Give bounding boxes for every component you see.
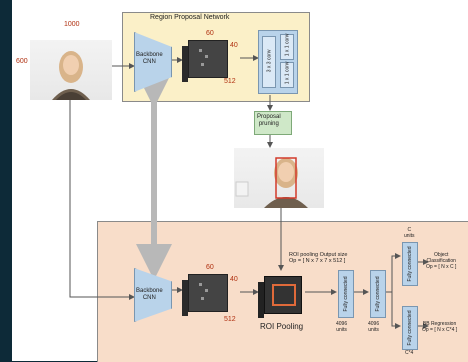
image-height-label: 600	[16, 58, 28, 65]
feature-map-top	[188, 40, 228, 78]
conv-3x3-label: 3 x 3 conv	[266, 49, 273, 73]
arrow-image-to-bottom-backbone	[69, 100, 135, 300]
roi-pool-output-label: ROI pooling Output size Op = [ N x 7 x 7…	[289, 252, 348, 265]
image-width-label: 1000	[64, 21, 80, 28]
fc-classifier: Fully connected	[402, 242, 418, 286]
conv-1x1-b-label: 1 x 1 conv	[284, 61, 291, 85]
fc-layer-2-label: Fully connected	[375, 276, 381, 312]
backbone-label-top: Backbone CNN	[136, 52, 163, 65]
fc-layer-1-label: Fully connected	[343, 276, 349, 312]
proposal-image	[234, 148, 324, 208]
input-image	[30, 40, 112, 100]
bb-regression-label: BB Regression Op = [ N x C*4 ]	[422, 321, 458, 333]
feature-depth-bottom: 512	[224, 316, 236, 323]
fc-layer-2-units: 4096 units	[368, 321, 380, 333]
feature-height-top: 60	[206, 30, 214, 37]
fc-layer-1: Fully connected	[338, 270, 354, 318]
feature-depth-top: 512	[224, 78, 236, 85]
proposal-bounding-box	[275, 157, 297, 199]
backbone-label-bottom: Backbone CNN	[136, 288, 163, 301]
proposal-pruning-box	[254, 111, 292, 135]
arrow-fc2-to-regressor	[391, 292, 401, 329]
arrow-fc2-to-classifier	[386, 253, 401, 293]
roi-region-highlight	[272, 284, 296, 306]
roi-pooling-label: ROI Pooling	[260, 322, 304, 331]
fc-layer-1-units: 4096 units	[336, 321, 348, 333]
feature-width-top: 40	[230, 42, 238, 49]
rpn-title: Region Proposal Network	[150, 14, 230, 21]
fc-regressor: Fully connected	[402, 306, 418, 350]
proposal-pruning-label: Proposal pruning	[257, 114, 281, 127]
fc-layer-2: Fully connected	[370, 270, 386, 318]
feature-map-bottom	[188, 274, 228, 312]
feature-width-bottom: 40	[230, 276, 238, 283]
fc-regressor-label: Fully connected	[407, 310, 413, 346]
fc-classifier-label: Fully connected	[407, 246, 413, 282]
regressor-units: C*4	[405, 350, 414, 356]
conv-1x1-a-label: 1 x 1 conv	[284, 33, 291, 57]
object-classification-label: Object Classification Op = [ N x C ]	[426, 252, 457, 270]
feature-height-bottom: 60	[206, 264, 214, 271]
classifier-units: C units	[404, 227, 415, 239]
